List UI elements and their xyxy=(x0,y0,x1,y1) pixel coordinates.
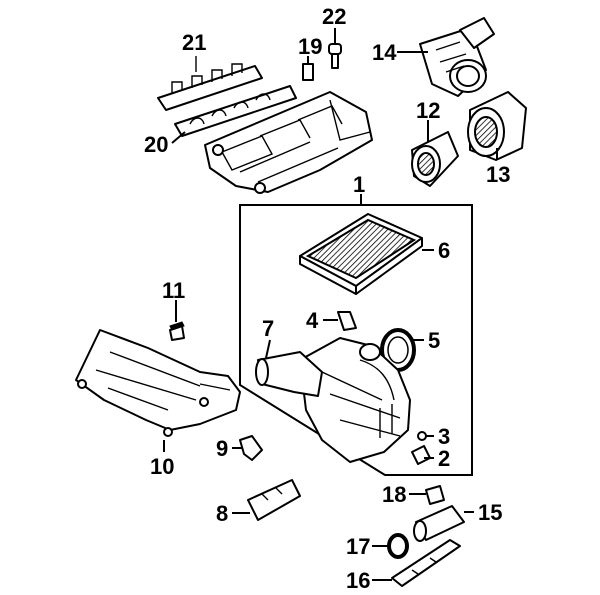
callout-3: 3 xyxy=(438,424,450,449)
callout-13: 13 xyxy=(486,162,510,187)
screw-3 xyxy=(417,431,434,441)
intake-duct-7 xyxy=(255,351,323,397)
callout-16: 16 xyxy=(346,568,370,593)
intake-boot-14 xyxy=(419,17,495,97)
meter-housing-13 xyxy=(467,91,527,161)
callout-22: 22 xyxy=(322,4,346,29)
callout-11: 11 xyxy=(162,278,185,303)
grommet-2 xyxy=(411,445,434,465)
clip-11 xyxy=(169,300,185,341)
ring-17 xyxy=(372,533,409,559)
callout-6: 6 xyxy=(438,238,450,263)
callout-5: 5 xyxy=(428,328,440,353)
callout-14: 14 xyxy=(372,40,397,65)
leader-7 xyxy=(265,339,271,359)
assembly-bracket-1 xyxy=(239,204,473,476)
callout-4: 4 xyxy=(306,308,319,333)
callout-1: 1 xyxy=(353,172,365,197)
bracket-16 xyxy=(372,539,461,587)
callout-2: 2 xyxy=(438,446,450,471)
callout-20: 20 xyxy=(144,132,168,157)
stud-19 xyxy=(302,56,314,81)
gasket-set-20 xyxy=(174,85,297,137)
clamp-9 xyxy=(239,435,263,461)
callout-21: 21 xyxy=(182,30,206,55)
tube-15 xyxy=(413,505,474,542)
cover-8 xyxy=(247,479,301,521)
callout-17: 17 xyxy=(346,534,370,559)
air-duct-10 xyxy=(75,329,241,437)
grommet-18 xyxy=(409,485,445,505)
air-filter-6 xyxy=(299,213,423,295)
bolt-22 xyxy=(328,28,342,69)
intake-manifold xyxy=(204,91,373,194)
leader-20 xyxy=(171,131,186,144)
callout-9: 9 xyxy=(216,436,228,461)
clip-4 xyxy=(337,311,357,331)
callout-10: 10 xyxy=(150,454,174,479)
callout-18: 18 xyxy=(382,482,406,507)
callout-7: 7 xyxy=(262,316,274,341)
gasket-strip-21 xyxy=(157,56,263,111)
callout-12: 12 xyxy=(416,98,440,123)
air-cleaner-housing xyxy=(299,337,411,463)
callout-8: 8 xyxy=(216,501,228,526)
callout-15: 15 xyxy=(478,500,502,525)
air-mass-sensor-12 xyxy=(411,131,459,187)
callout-19: 19 xyxy=(298,34,322,59)
